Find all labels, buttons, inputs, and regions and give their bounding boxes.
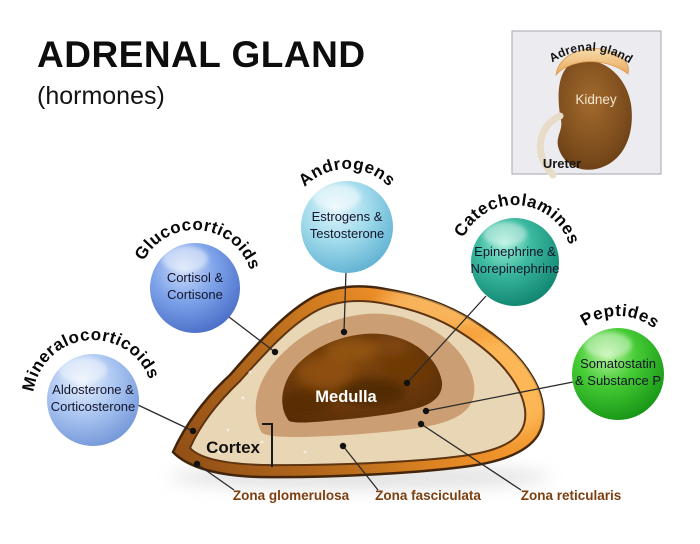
zone-label-reticularis: Zona reticularis xyxy=(521,488,622,503)
sphere-gloss xyxy=(162,246,208,272)
leader-lines xyxy=(137,270,574,491)
leader-line-catecholamines xyxy=(406,295,487,384)
hormone-sphere-catecholamines: Catecholamines Epinephrine & Norepinephr… xyxy=(450,190,583,306)
kidney-illustration xyxy=(557,60,632,170)
cortex-bracket xyxy=(262,423,273,467)
sphere-gloss xyxy=(59,357,107,383)
sphere-gloss xyxy=(313,184,361,210)
hormone-names-line2: Cortisone xyxy=(167,287,223,302)
hormone-sphere-glucocorticoids: Glucocorticoids Cortisol & Cortisone xyxy=(131,215,264,333)
zone-label-glomerulosa: Zona glomerulosa xyxy=(233,488,350,503)
hormone-sphere-androgens: Androgens Estrogens & Testosterone xyxy=(295,154,399,273)
hormone-names-line2: Testosterone xyxy=(310,226,384,241)
adrenal-gland-cap xyxy=(555,48,629,77)
hormone-names-line2: & Substance P xyxy=(575,373,661,388)
pointer-dot xyxy=(271,348,279,356)
leader-line-glucocorticoids xyxy=(228,316,276,353)
hormone-names-line1: Cortisol & xyxy=(167,270,224,285)
inset-kidney-label: Kidney xyxy=(575,92,617,107)
hormone-names-line2: Norepinephrine xyxy=(471,261,560,276)
pointer-dot xyxy=(189,427,197,435)
sphere-gloss xyxy=(584,332,632,358)
pointer-dot xyxy=(417,420,425,428)
hormone-names-line2: Corticosterone xyxy=(51,399,136,414)
gland-cross-section: Medulla Cortex xyxy=(170,285,550,490)
ureter-tube xyxy=(536,112,564,179)
leader-line-zona-fasciculata xyxy=(342,445,379,491)
pointer-dot xyxy=(193,460,201,468)
cortex-label: Cortex xyxy=(206,438,260,457)
pointer-dot xyxy=(403,379,411,387)
page-title: ADRENAL GLAND xyxy=(37,34,366,75)
title-block: ADRENAL GLAND (hormones) xyxy=(37,34,366,111)
leader-line-zona-reticularis xyxy=(420,423,522,491)
leader-line-peptides xyxy=(425,381,574,412)
inset-locator: Adrenal gland Kidney Ureter xyxy=(511,30,662,179)
pointer-dot xyxy=(422,407,430,415)
hormone-sphere-peptides: Peptides Somatostatin & Substance P xyxy=(572,301,664,420)
page-subtitle: (hormones) xyxy=(37,81,165,110)
zone-labels: Zona glomerulosa Zona fasciculata Zona r… xyxy=(233,488,621,503)
hormone-names-line1: Estrogens & xyxy=(312,209,383,224)
pointer-dot xyxy=(340,328,348,336)
leader-line-androgens xyxy=(343,270,347,333)
sphere-gloss xyxy=(483,222,527,246)
hormone-group-label: Peptides xyxy=(577,301,663,332)
pointer-dot xyxy=(339,442,347,450)
medulla-texture xyxy=(282,335,431,415)
hormone-sphere-mineralocorticoids: Mineralocorticoids Aldosterone & Cortico… xyxy=(19,325,163,446)
hormone-names-line1: Aldosterone & xyxy=(52,382,134,397)
inset-ureter-label: Ureter xyxy=(543,156,581,171)
hormone-names-line1: Somatostatin xyxy=(580,356,656,371)
leader-line-zona-glomerulosa xyxy=(196,463,235,491)
medulla-label: Medulla xyxy=(315,388,377,406)
leader-line-mineralocorticoids xyxy=(137,404,194,432)
hormone-names-line1: Epinephrine & xyxy=(474,244,556,259)
zone-label-fasciculata: Zona fasciculata xyxy=(375,488,481,503)
